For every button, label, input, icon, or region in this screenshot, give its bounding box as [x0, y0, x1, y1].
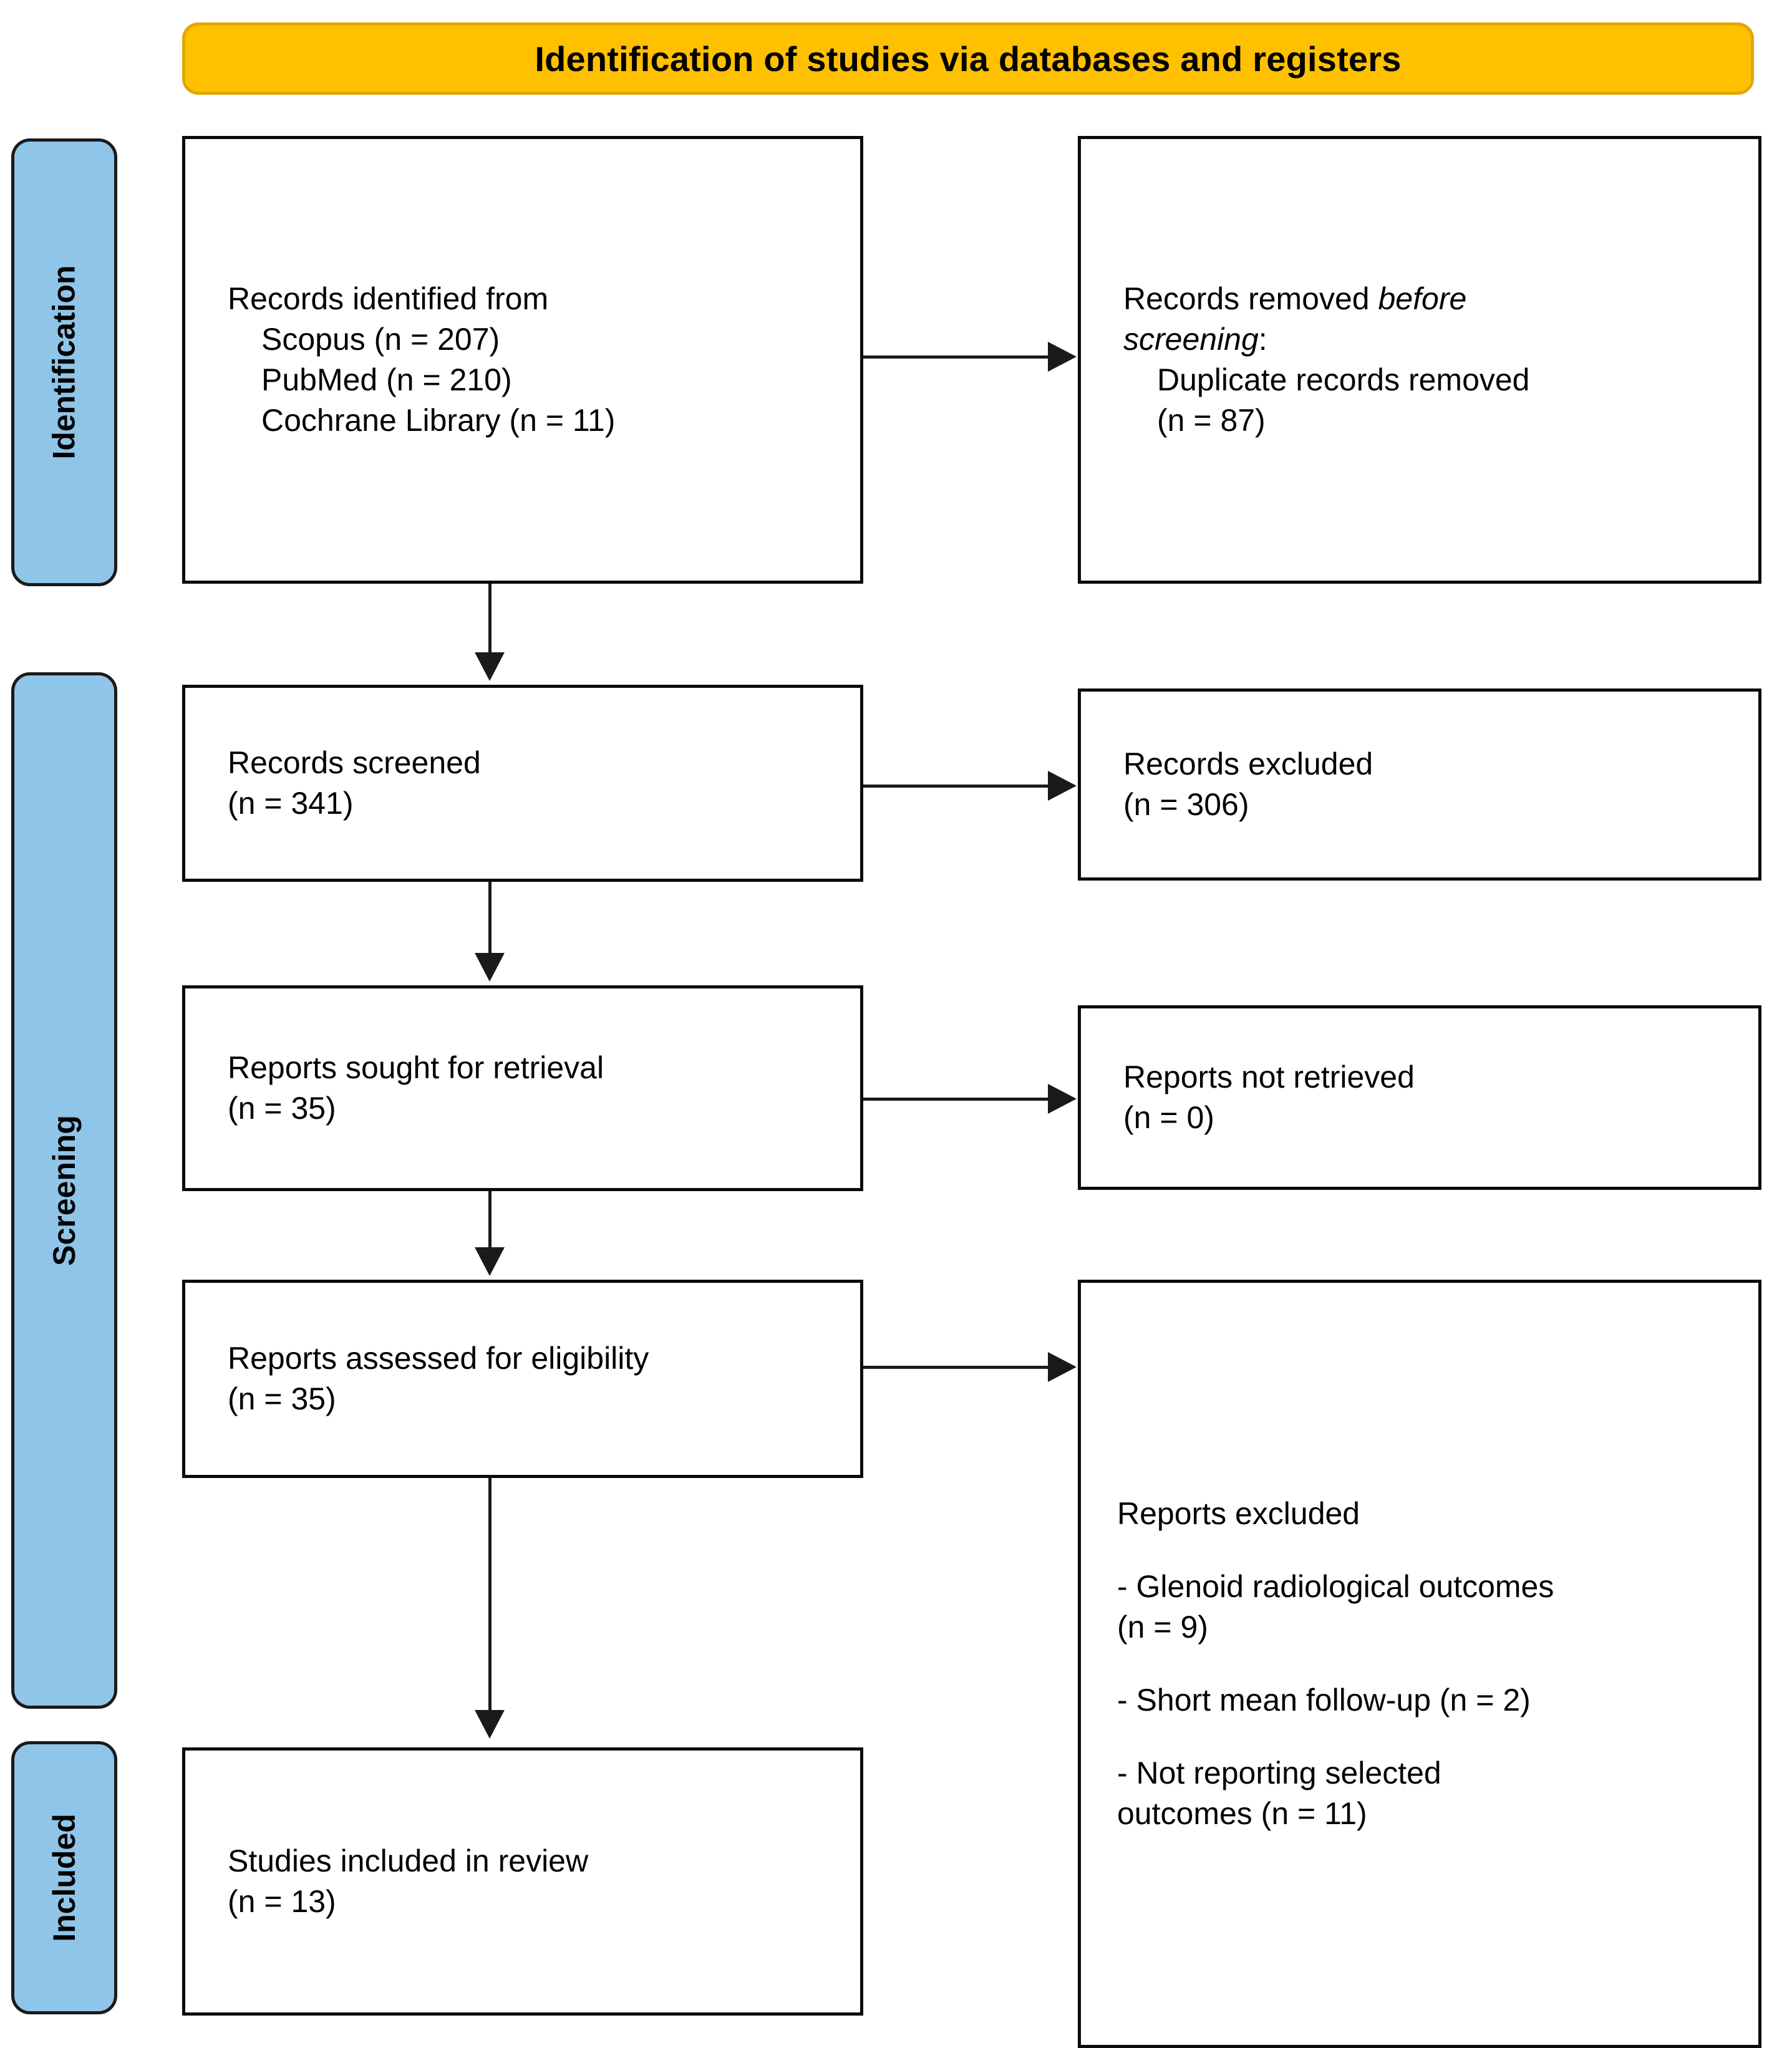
records-removed-screening-italic: screening [1123, 322, 1259, 357]
records-identified-cochrane: Cochrane Library (n = 11) [261, 403, 616, 438]
stage-label-included: Included [11, 1741, 117, 2014]
records-removed-before-italic: before [1378, 281, 1467, 316]
arrow-shaft [488, 882, 492, 957]
reports-excluded-label: Reports excluded [1117, 1496, 1360, 1531]
reports-sought-count: (n = 35) [228, 1091, 336, 1126]
records-removed-count: (n = 87) [1157, 403, 1266, 438]
reports-excluded-reason-1: - Glenoid radiological outcomes [1117, 1569, 1554, 1604]
records-identified-pubmed: PubMed (n = 210) [261, 362, 512, 397]
box-reports-excluded-body: Reports excluded - Glenoid radiological … [1081, 1494, 1758, 1834]
box-reports-sought-body: Reports sought for retrieval (n = 35) [185, 1048, 860, 1129]
arrow-head-right-icon [1048, 1084, 1077, 1114]
box-records-identified-body: Records identified from Scopus (n = 207)… [185, 279, 860, 441]
box-reports-excluded: Reports excluded - Glenoid radiological … [1078, 1280, 1761, 2048]
stage-label-screening: Screening [11, 672, 117, 1709]
records-removed-line-1: Records removed before [1123, 279, 1745, 319]
arrow-shaft [863, 785, 1052, 788]
box-reports-not-retrieved-body: Reports not retrieved (n = 0) [1081, 1057, 1758, 1138]
box-reports-not-retrieved: Reports not retrieved (n = 0) [1078, 1005, 1761, 1190]
arrow-head-right-icon [1048, 1352, 1077, 1382]
box-records-removed-body: Records removed before screening: Duplic… [1081, 279, 1758, 441]
box-records-identified: Records identified from Scopus (n = 207)… [182, 136, 863, 584]
box-records-screened-body: Records screened (n = 341) [185, 743, 860, 824]
records-removed-line-2: screening: [1123, 319, 1745, 360]
records-excluded-count: (n = 306) [1123, 787, 1249, 822]
box-records-excluded-body: Records excluded (n = 306) [1081, 744, 1758, 825]
arrow-head-down-icon [475, 953, 505, 982]
records-identified-scopus: Scopus (n = 207) [261, 322, 500, 357]
arrow-shaft [488, 1478, 492, 1714]
reports-sought-label: Reports sought for retrieval [228, 1050, 604, 1085]
arrow-head-down-icon [475, 652, 505, 681]
box-studies-included: Studies included in review (n = 13) [182, 1747, 863, 2016]
reports-excluded-reason-3: - Not reporting selected [1117, 1756, 1441, 1790]
records-excluded-label: Records excluded [1123, 746, 1373, 781]
header-banner: Identification of studies via databases … [182, 22, 1754, 95]
box-records-excluded: Records excluded (n = 306) [1078, 688, 1761, 881]
box-records-screened: Records screened (n = 341) [182, 685, 863, 882]
records-identified-line-1: Records identified from [228, 281, 549, 316]
box-reports-assessed: Reports assessed for eligibility (n = 35… [182, 1280, 863, 1478]
box-reports-assessed-body: Reports assessed for eligibility (n = 35… [185, 1338, 860, 1419]
reports-excluded-reason-3-count: outcomes (n = 11) [1117, 1796, 1367, 1831]
reports-excluded-reason-1-count: (n = 9) [1117, 1610, 1208, 1645]
arrow-head-down-icon [475, 1710, 505, 1739]
box-reports-sought: Reports sought for retrieval (n = 35) [182, 985, 863, 1191]
reports-assessed-count: (n = 35) [228, 1381, 336, 1416]
arrow-shaft [863, 1366, 1052, 1369]
reports-assessed-label: Reports assessed for eligibility [228, 1341, 649, 1376]
stage-label-screening-text: Screening [47, 1115, 82, 1266]
box-studies-included-body: Studies included in review (n = 13) [185, 1841, 860, 1922]
reports-not-retrieved-label: Reports not retrieved [1123, 1060, 1415, 1094]
records-removed-duplicate: Duplicate records removed [1157, 362, 1530, 397]
studies-included-label: Studies included in review [228, 1843, 589, 1878]
reports-not-retrieved-count: (n = 0) [1123, 1100, 1214, 1135]
stage-label-identification-text: Identification [47, 265, 82, 460]
arrow-head-right-icon [1048, 342, 1077, 372]
arrow-shaft [863, 1098, 1052, 1101]
reports-excluded-reason-2: - Short mean follow-up (n = 2) [1117, 1683, 1531, 1717]
box-records-removed: Records removed before screening: Duplic… [1078, 136, 1761, 584]
records-screened-label: Records screened [228, 745, 481, 780]
records-screened-count: (n = 341) [228, 786, 354, 821]
page-title: Identification of studies via databases … [535, 39, 1402, 79]
arrow-shaft [863, 355, 1052, 359]
records-removed-prefix: Records removed [1123, 281, 1378, 316]
studies-included-count: (n = 13) [228, 1884, 336, 1919]
records-removed-colon: : [1258, 322, 1267, 357]
arrow-shaft [488, 1191, 492, 1251]
stage-label-included-text: Included [47, 1814, 82, 1942]
arrow-head-right-icon [1048, 771, 1077, 801]
stage-label-identification: Identification [11, 138, 117, 586]
arrow-shaft [488, 584, 492, 656]
arrow-head-down-icon [475, 1247, 505, 1276]
